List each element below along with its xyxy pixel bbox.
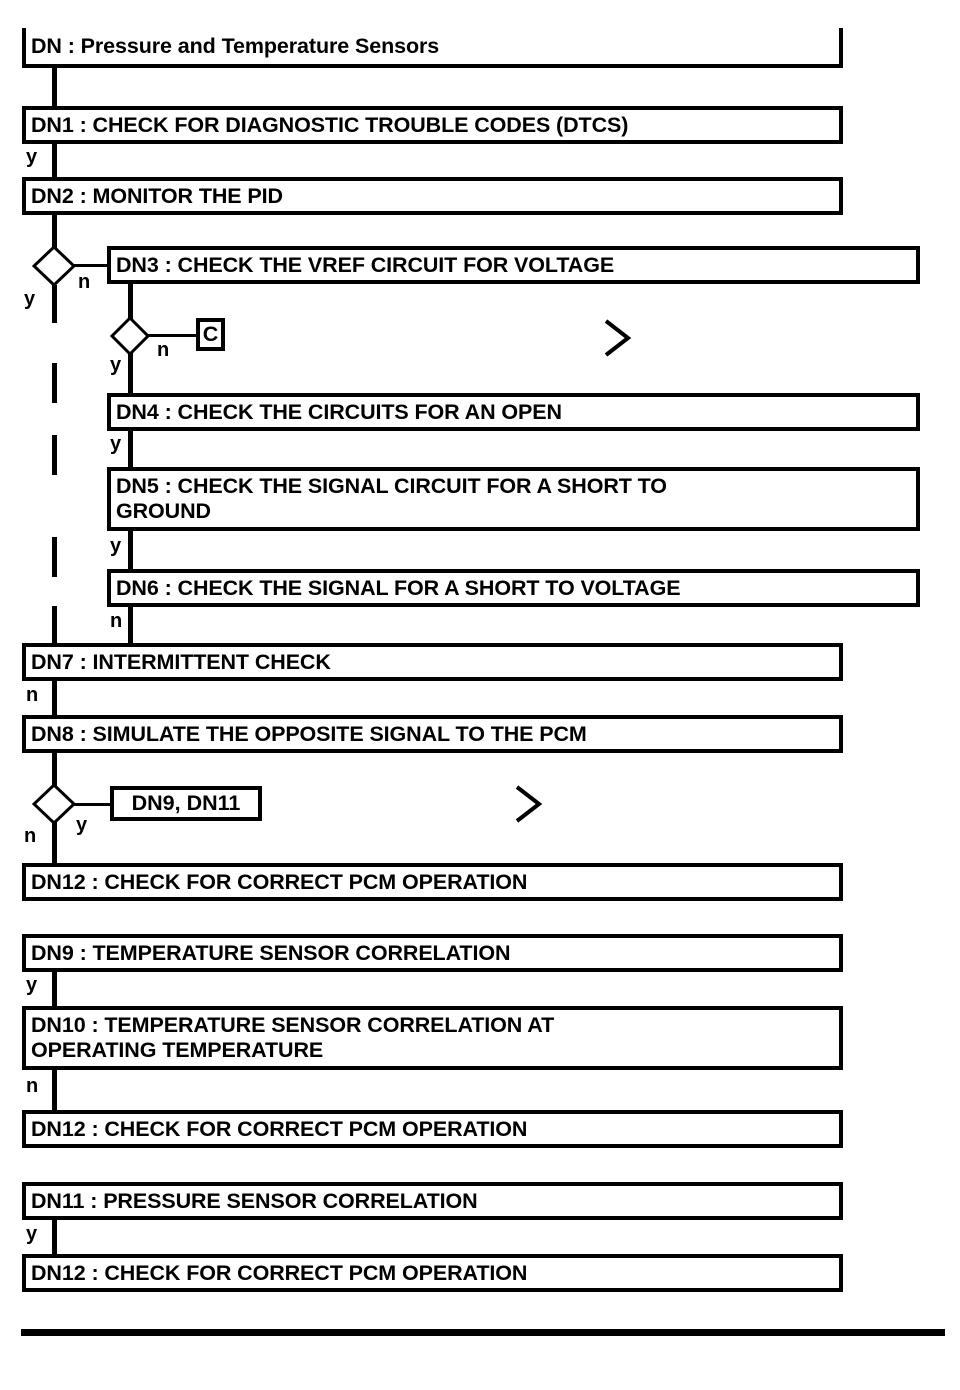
connector-decision1-to-dn3 xyxy=(74,264,111,267)
branch-label-dn6-no: n xyxy=(110,610,123,632)
branch-label-decision3-yes: y xyxy=(76,814,88,836)
connector-dn3-to-decision2 xyxy=(128,284,133,319)
decision-diamond-dn3[interactable] xyxy=(110,316,150,356)
node-dn4[interactable]: DN4 : CHECK THE CIRCUITS FOR AN OPEN xyxy=(107,393,920,431)
connector-trunk-dash-2 xyxy=(52,435,57,475)
node-label: DN10 : TEMPERATURE SENSOR CORRELATION AT… xyxy=(31,1013,555,1062)
branch-label-dn4-yes: y xyxy=(110,433,122,455)
node-label: DN7 : INTERMITTENT CHECK xyxy=(31,649,331,674)
chevron-right-icon-2 xyxy=(513,784,549,824)
footer-divider xyxy=(21,1329,945,1336)
node-label: DN5 : CHECK THE SIGNAL CIRCUIT FOR A SHO… xyxy=(116,474,667,523)
branch-label-dn7-no: n xyxy=(26,684,39,706)
node-dn8[interactable]: DN8 : SIMULATE THE OPPOSITE SIGNAL TO TH… xyxy=(22,715,843,753)
connector-trunk-dash-3 xyxy=(52,537,57,577)
branch-label-dn11-yes: y xyxy=(26,1223,38,1245)
connector-dn4-to-dn5 xyxy=(128,431,133,467)
node-dn-title[interactable]: DN : Pressure and Temperature Sensors xyxy=(22,28,843,68)
node-label: DN9 : TEMPERATURE SENSOR CORRELATION xyxy=(31,940,511,965)
node-label: DN1 : CHECK FOR DIAGNOSTIC TROUBLE CODES… xyxy=(31,112,629,137)
connector-trunk-dash-4 xyxy=(52,606,57,646)
connector-dn8-to-decision3 xyxy=(52,753,57,786)
node-dn2[interactable]: DN2 : MONITOR THE PID xyxy=(22,177,843,215)
connector-decision2-to-tag-c xyxy=(148,334,198,337)
connector-decision2-yes xyxy=(128,352,133,393)
decision-diamond-dn2[interactable] xyxy=(32,245,76,287)
node-dn1[interactable]: DN1 : CHECK FOR DIAGNOSTIC TROUBLE CODES… xyxy=(22,106,843,144)
node-label: DN11 : PRESSURE SENSOR CORRELATION xyxy=(31,1188,478,1213)
connector-dn9-to-dn10 xyxy=(52,972,57,1006)
node-label: DN6 : CHECK THE SIGNAL FOR A SHORT TO VO… xyxy=(116,575,681,600)
branch-label-decision1-yes: y xyxy=(24,288,36,310)
connector-dn1-to-dn2 xyxy=(52,144,57,177)
connector-dn10-to-dn12b xyxy=(52,1070,57,1110)
branch-label-decision3-no: n xyxy=(24,825,37,847)
node-label: DN3 : CHECK THE VREF CIRCUIT FOR VOLTAGE xyxy=(116,252,615,277)
node-label: DN2 : MONITOR THE PID xyxy=(31,183,283,208)
branch-label-dn9-yes: y xyxy=(26,974,38,996)
connector-dn5-to-dn6 xyxy=(128,531,133,569)
connector-dn7-to-dn8 xyxy=(52,681,57,715)
connector-tag-dn9-dn11[interactable]: DN9, DN11 xyxy=(110,786,262,821)
branch-label-decision2-yes: y xyxy=(110,354,122,376)
node-dn10[interactable]: DN10 : TEMPERATURE SENSOR CORRELATION AT… xyxy=(22,1006,843,1070)
connector-dn11-to-dn12c xyxy=(52,1220,57,1254)
connector-title-to-dn1 xyxy=(52,68,57,106)
branch-label-dn10-no: n xyxy=(26,1075,39,1097)
branch-label-decision2-no: n xyxy=(157,339,170,361)
node-label: DN12 : CHECK FOR CORRECT PCM OPERATION xyxy=(31,869,528,894)
node-dn12-b[interactable]: DN12 : CHECK FOR CORRECT PCM OPERATION xyxy=(22,1110,843,1148)
branch-label-dn5-yes: y xyxy=(110,535,122,557)
node-dn11[interactable]: DN11 : PRESSURE SENSOR CORRELATION xyxy=(22,1182,843,1220)
node-dn6[interactable]: DN6 : CHECK THE SIGNAL FOR A SHORT TO VO… xyxy=(107,569,920,607)
node-dn5[interactable]: DN5 : CHECK THE SIGNAL CIRCUIT FOR A SHO… xyxy=(107,467,920,531)
connector-trunk-dash-1 xyxy=(52,363,57,403)
branch-label-decision1-no: n xyxy=(78,271,91,293)
connector-dn6-to-dn7 xyxy=(128,607,133,643)
connector-decision3-to-tag-dn9dn11 xyxy=(74,803,114,806)
connector-decision3-no xyxy=(52,822,57,863)
decision-diamond-dn8[interactable] xyxy=(32,783,76,825)
node-dn7[interactable]: DN7 : INTERMITTENT CHECK xyxy=(22,643,843,681)
connector-tag-label: C xyxy=(202,322,219,346)
node-label: DN8 : SIMULATE THE OPPOSITE SIGNAL TO TH… xyxy=(31,721,587,746)
chevron-right-icon-1 xyxy=(602,318,638,358)
connector-tag-label: DN9, DN11 xyxy=(131,791,241,815)
connector-dn2-to-decision1 xyxy=(52,215,57,249)
connector-tag-c[interactable]: C xyxy=(196,318,225,351)
node-dn9[interactable]: DN9 : TEMPERATURE SENSOR CORRELATION xyxy=(22,934,843,972)
node-label: DN4 : CHECK THE CIRCUITS FOR AN OPEN xyxy=(116,399,562,424)
branch-label-dn1-yes: y xyxy=(26,146,38,168)
connector-decision1-yes-trunk xyxy=(52,285,57,323)
node-dn12-a[interactable]: DN12 : CHECK FOR CORRECT PCM OPERATION xyxy=(22,863,843,901)
node-label: DN : Pressure and Temperature Sensors xyxy=(31,33,440,58)
node-dn3[interactable]: DN3 : CHECK THE VREF CIRCUIT FOR VOLTAGE xyxy=(107,246,920,284)
node-dn12-c[interactable]: DN12 : CHECK FOR CORRECT PCM OPERATION xyxy=(22,1254,843,1292)
node-label: DN12 : CHECK FOR CORRECT PCM OPERATION xyxy=(31,1260,528,1285)
node-label: DN12 : CHECK FOR CORRECT PCM OPERATION xyxy=(31,1116,528,1141)
